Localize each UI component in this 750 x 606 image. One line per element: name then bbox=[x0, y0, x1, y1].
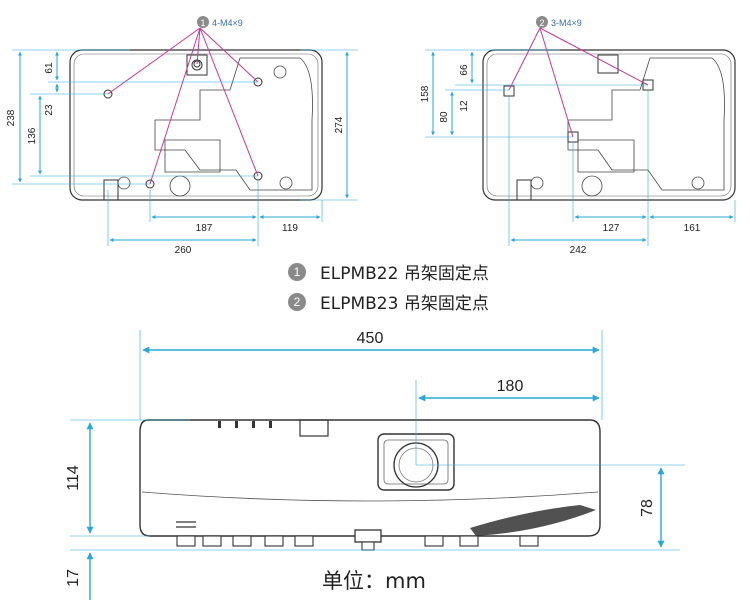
callout-label-left: 4-M4×9 bbox=[212, 18, 243, 28]
dim-66: 66 bbox=[459, 64, 470, 76]
dim-161: 161 bbox=[684, 223, 701, 234]
legend-badge-2: 2 bbox=[288, 292, 306, 311]
legend-badge-1: 1 bbox=[288, 262, 306, 281]
dim-17: 17 bbox=[65, 569, 82, 587]
legend-text-1: ELPMB22 吊架固定点 bbox=[320, 264, 489, 284]
svg-text:2: 2 bbox=[539, 18, 544, 28]
bottom-view-left: 1 4-M4×9 238 61 bbox=[6, 16, 358, 256]
dim-180: 180 bbox=[497, 378, 524, 395]
dim-12: 12 bbox=[459, 100, 470, 112]
dim-61: 61 bbox=[44, 62, 55, 74]
dim-450: 450 bbox=[357, 330, 384, 347]
callout-badge-2 bbox=[536, 16, 548, 28]
legend-item-2: 2 ELPMB23 吊架固定点 bbox=[288, 289, 489, 314]
dim-158: 158 bbox=[420, 85, 431, 102]
dim-274: 274 bbox=[334, 116, 345, 133]
legend-text-2: ELPMB23 吊架固定点 bbox=[320, 294, 489, 314]
units-label: 单位：mm bbox=[322, 569, 426, 593]
dim-114: 114 bbox=[65, 465, 82, 491]
dim-136: 136 bbox=[27, 127, 38, 144]
dim-187: 187 bbox=[196, 223, 213, 234]
dim-80: 80 bbox=[439, 111, 450, 123]
front-view: 450 180 114 78 17 bbox=[65, 330, 685, 600]
dim-78: 78 bbox=[639, 499, 656, 517]
dim-23: 23 bbox=[44, 104, 55, 116]
dim-119: 119 bbox=[282, 223, 298, 234]
dim-238: 238 bbox=[6, 109, 17, 126]
callout-badge-1 bbox=[197, 16, 209, 28]
dim-260: 260 bbox=[175, 245, 192, 256]
callout-lines-left bbox=[107, 27, 259, 185]
svg-text:1: 1 bbox=[200, 18, 205, 28]
dim-127: 127 bbox=[603, 223, 620, 234]
callout-lines-right bbox=[508, 27, 649, 138]
callout-label-right: 3-M4×9 bbox=[551, 18, 582, 28]
dim-242: 242 bbox=[570, 245, 587, 256]
legend-item-1: 1 ELPMB22 吊架固定点 bbox=[288, 259, 489, 284]
bottom-view-right: 2 3-M4×9 158 66 12 80 127 161 bbox=[420, 16, 736, 256]
